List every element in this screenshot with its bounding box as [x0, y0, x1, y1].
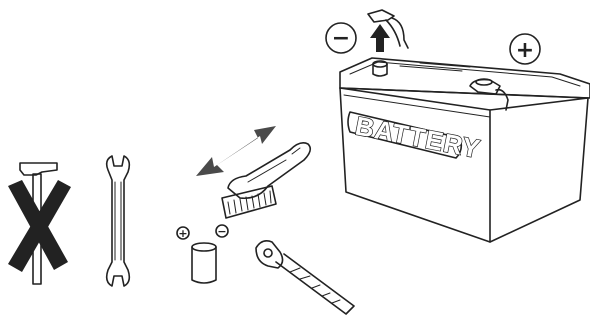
wrench-icon [107, 156, 130, 286]
negative-clamp [368, 10, 408, 48]
battery-negative-label: − [332, 26, 350, 51]
cell-positive-label: + [178, 227, 187, 240]
large-battery: BATTERY − + [326, 10, 590, 242]
brush-icon [222, 143, 310, 218]
battery-brand-label: BATTERY [353, 110, 483, 164]
cell-negative-label: − [217, 225, 226, 238]
double-arrow-icon [196, 126, 276, 176]
terminal-clamp-icon [256, 241, 354, 314]
prohibited-hammer [8, 163, 71, 284]
prohibited-x-icon [8, 180, 71, 272]
battery-cell-icon [192, 243, 216, 283]
up-arrow-icon [370, 24, 390, 52]
battery-positive-label: + [516, 38, 534, 63]
small-cell: + − [177, 225, 228, 283]
